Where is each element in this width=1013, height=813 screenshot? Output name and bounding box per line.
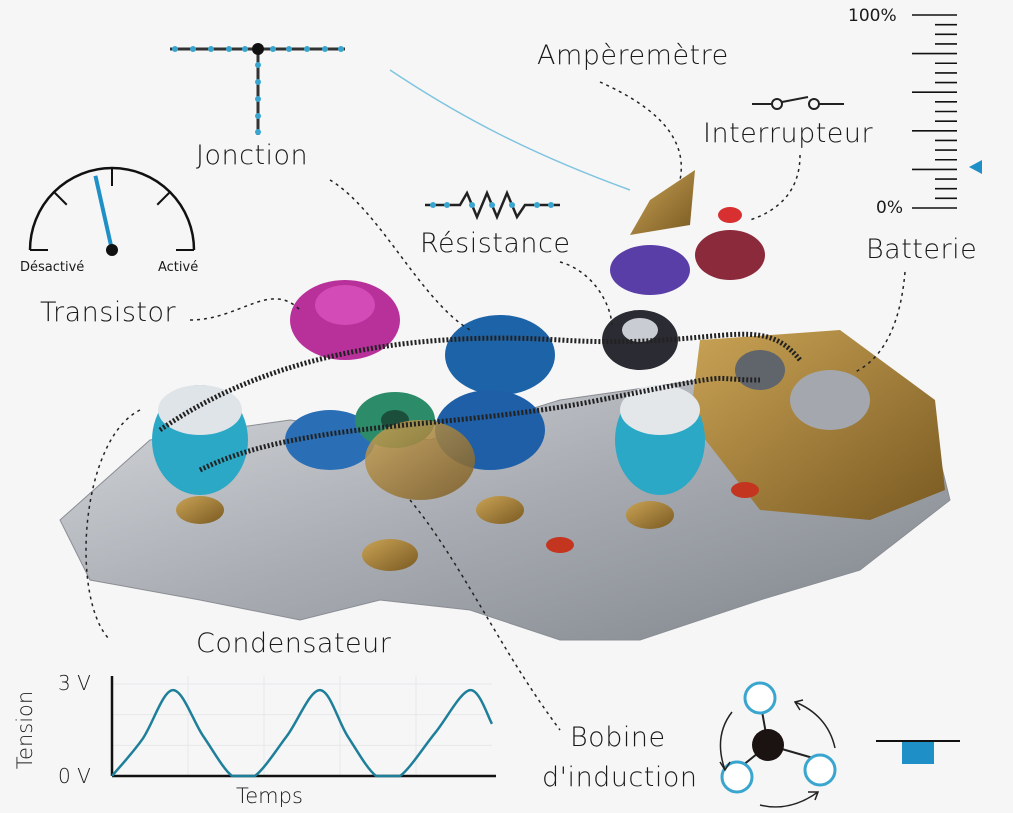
level-indicator-icon	[876, 740, 960, 764]
scale-min-label: 0%	[876, 198, 903, 218]
label-battery: Batterie	[866, 234, 978, 265]
battery-level-marker	[969, 160, 982, 175]
x-axis-label: Temps	[236, 784, 303, 808]
gauge-pivot	[106, 244, 118, 256]
gauge-min-label: Désactivé	[20, 260, 85, 275]
label-ammeter: Ampèremètre	[537, 40, 729, 71]
scale-max-label: 100%	[848, 6, 897, 26]
y-axis-label: Tension	[13, 690, 38, 770]
transistor-gauge: Désactivé Activé	[0, 150, 230, 280]
node-icon	[720, 760, 754, 794]
resistor-icon	[425, 189, 560, 221]
node-icon	[803, 753, 837, 787]
y-tick-label-max: 3 V	[58, 671, 91, 695]
node-icon	[743, 681, 777, 715]
chart-plot	[110, 676, 496, 778]
series-line-tension	[111, 688, 494, 778]
label-capacitor: Condensateur	[196, 628, 392, 659]
center-node-icon	[752, 729, 784, 761]
label-inductor-line1: Bobine	[570, 722, 666, 753]
gauge-tick	[156, 191, 171, 206]
scale-ticks	[912, 14, 957, 209]
battery-scale: 100% 0%	[840, 0, 1013, 220]
gauge-max-label: Activé	[158, 260, 199, 275]
gauge-needle	[93, 175, 114, 251]
y-tick-label-min: 0 V	[58, 764, 91, 788]
gauge-dial	[28, 166, 196, 256]
gauge-tick	[53, 191, 68, 206]
cycle-diagram	[719, 681, 837, 808]
junction-icon	[170, 43, 345, 135]
label-switch: Interrupteur	[703, 118, 874, 149]
label-resistor: Résistance	[420, 228, 571, 259]
switch-icon	[752, 96, 844, 110]
voltage-chart: Tension 3 V 0 V Temps	[0, 660, 500, 813]
label-transistor: Transistor	[40, 297, 177, 328]
label-inductor-line2: d'induction	[542, 762, 698, 793]
label-junction: Jonction	[196, 140, 309, 171]
